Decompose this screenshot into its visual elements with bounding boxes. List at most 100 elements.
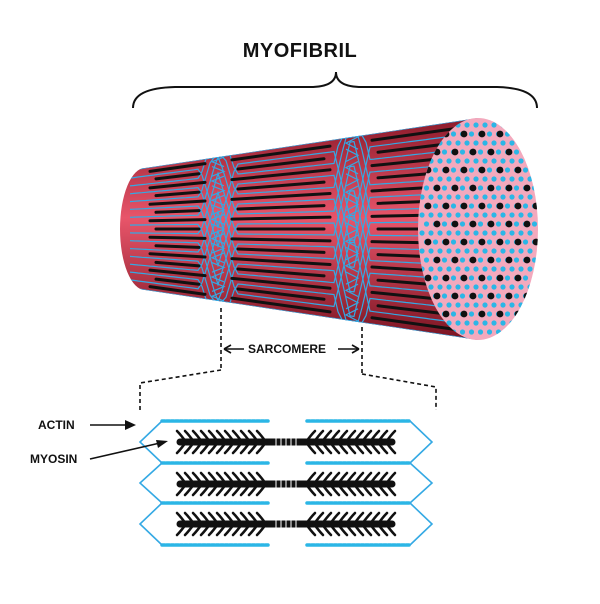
- z-line-segment: [210, 175, 225, 187]
- actin-dot: [491, 158, 497, 164]
- myosin-dot: [523, 256, 531, 264]
- actin-dot: [513, 149, 520, 155]
- actin-dot: [473, 230, 479, 236]
- actin-dot: [522, 203, 529, 209]
- myosin-dot: [532, 202, 538, 210]
- myosin-head: [231, 482, 244, 497]
- actin-dot: [437, 284, 443, 290]
- actin-dot: [423, 185, 430, 191]
- myosin-head: [207, 471, 220, 486]
- myosin-head: [207, 522, 220, 537]
- myosin-head: [360, 471, 373, 486]
- myosin-head: [215, 482, 228, 497]
- cell-outline: [129, 271, 478, 324]
- cell-outline: [129, 255, 478, 323]
- actin-dot: [464, 122, 470, 128]
- myosin-head: [183, 511, 196, 526]
- myosin-dot: [496, 274, 504, 282]
- myosin-dot: [424, 274, 432, 282]
- actin-dot: [482, 140, 488, 146]
- myosin-head: [215, 429, 228, 444]
- actin-dot: [531, 131, 538, 137]
- myosin-head: [304, 440, 317, 455]
- z-line-segment: [210, 156, 225, 168]
- myosin-head: [328, 429, 341, 444]
- actin-dot: [446, 320, 452, 326]
- myosin-dot: [532, 238, 538, 246]
- actin-dot: [473, 158, 479, 164]
- z-line-segment: [211, 281, 226, 292]
- actin-dot: [527, 248, 533, 254]
- actin-dot: [468, 275, 475, 281]
- myosin-dot: [478, 202, 486, 210]
- actin-dot: [518, 176, 524, 182]
- myosin-head: [183, 522, 196, 537]
- actin-dot: [522, 275, 529, 281]
- myosin-dot: [523, 220, 531, 228]
- actin-dot: [504, 131, 511, 137]
- actin-dot: [513, 293, 520, 299]
- actin-dot: [500, 320, 506, 326]
- myosin-dot: [523, 148, 531, 156]
- myosin-dot: [542, 221, 549, 228]
- myosin-dash: [230, 276, 332, 290]
- actin-dot: [527, 194, 533, 200]
- myosin-dot: [451, 184, 459, 192]
- myosin-head: [328, 522, 341, 537]
- myosin-head: [352, 522, 365, 537]
- actin-dot: [468, 239, 475, 245]
- actin-dot: [428, 230, 434, 236]
- myosin-head: [384, 429, 397, 444]
- myosin-head: [384, 471, 397, 486]
- myosin-head: [312, 522, 325, 537]
- z-line-segment: [211, 223, 226, 235]
- myosin-head: [376, 440, 389, 455]
- actin-dot: [459, 221, 466, 227]
- z-line-segment: [210, 271, 225, 283]
- actin-dot: [455, 302, 461, 308]
- actin-dot: [446, 212, 452, 218]
- actin-dot: [527, 176, 533, 182]
- actin-dot: [495, 185, 502, 191]
- z-line-segment: [345, 271, 360, 285]
- myosin-dash: [230, 215, 332, 221]
- myosin-dash: [154, 244, 201, 249]
- myosin-head: [223, 440, 236, 455]
- actin-dot: [500, 140, 506, 146]
- actin-dot: [500, 248, 506, 254]
- actin-dot: [531, 167, 538, 173]
- actin-dot: [482, 122, 488, 128]
- actin-dot: [464, 158, 470, 164]
- actin-dot: [491, 266, 497, 272]
- actin-dot: [473, 284, 479, 290]
- myosin-head: [352, 511, 365, 526]
- myosin-head: [352, 471, 365, 486]
- myosin-dash: [154, 260, 201, 268]
- actin-dot: [428, 212, 434, 218]
- actin-dot: [450, 311, 457, 317]
- actin-dot: [464, 320, 470, 326]
- myosin-dash: [230, 257, 332, 267]
- myosin-head: [312, 482, 325, 497]
- myosin-head: [384, 440, 397, 455]
- myosin-head: [320, 522, 333, 537]
- actin-dot: [491, 284, 497, 290]
- myosin-dot: [505, 220, 513, 228]
- myosin-dot: [469, 184, 477, 192]
- myosin-head: [312, 471, 325, 486]
- myosin-dot: [542, 293, 549, 300]
- actin-dot: [500, 158, 506, 164]
- myosin-head: [336, 522, 349, 537]
- myosin-head: [368, 482, 381, 497]
- z-line-segment: [345, 148, 360, 163]
- actin-dot: [500, 212, 506, 218]
- myosin-dot: [469, 148, 477, 156]
- actin-dot: [464, 230, 470, 236]
- myosin-dot: [542, 185, 549, 192]
- myosin-dot: [496, 130, 504, 138]
- actin-dot: [518, 248, 524, 254]
- actin-dot: [482, 194, 488, 200]
- actin-dot: [468, 329, 475, 335]
- actin-dot: [486, 131, 493, 137]
- myosin-label: MYOSIN: [30, 452, 78, 466]
